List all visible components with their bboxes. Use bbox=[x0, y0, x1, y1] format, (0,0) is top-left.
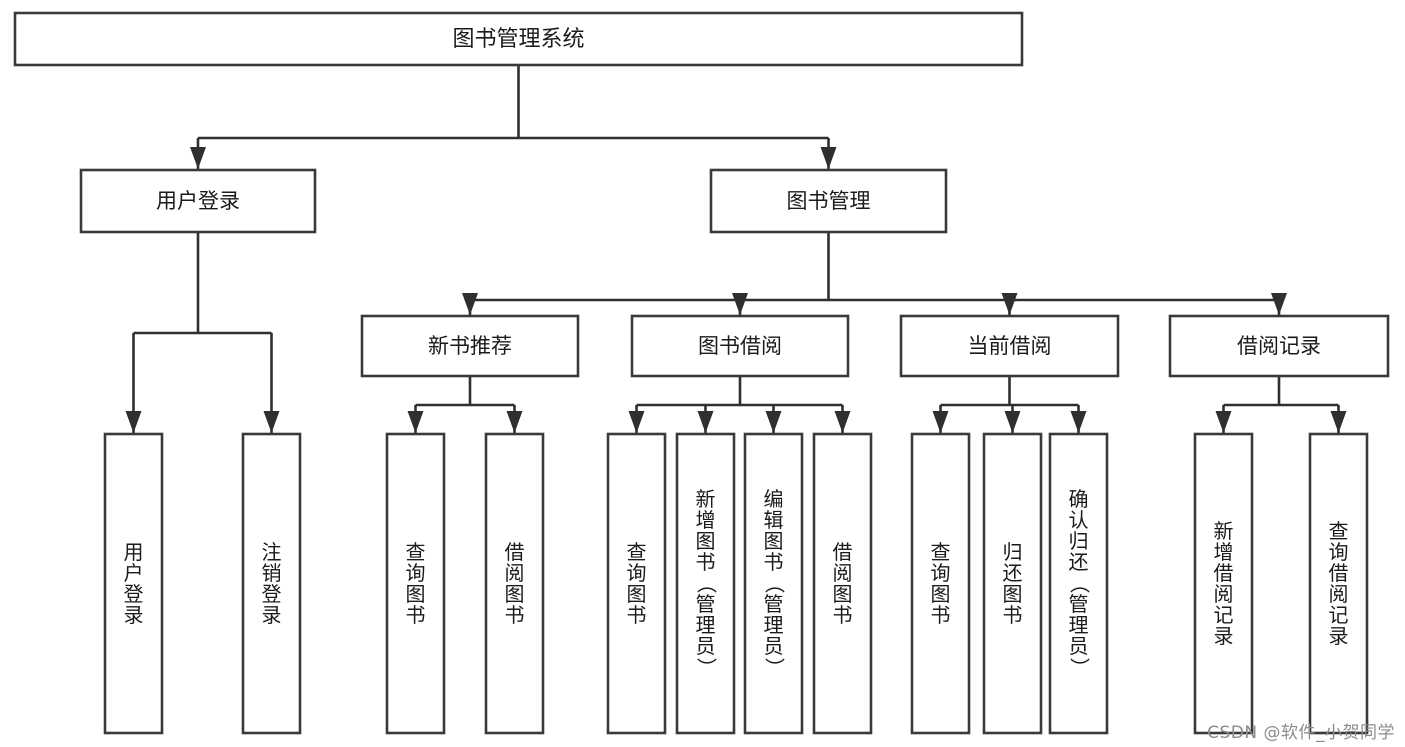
arrow-head-icon bbox=[1070, 411, 1087, 433]
arrow-head-icon bbox=[1215, 411, 1232, 433]
leaf-leaf-add-book-box[interactable] bbox=[675, 432, 736, 735]
arrow-head-icon bbox=[263, 411, 280, 433]
leaf-leaf-query-book-2-box[interactable] bbox=[606, 432, 667, 735]
node-new-book-recommend-box[interactable] bbox=[360, 314, 580, 378]
arrow-head-icon bbox=[125, 411, 142, 433]
leaf-leaf-query-record-box[interactable] bbox=[1308, 432, 1369, 735]
node-book-borrow-label: 图书借阅 bbox=[698, 334, 782, 358]
node-borrow-record-box[interactable] bbox=[1168, 314, 1390, 378]
arrow-head-icon bbox=[1330, 411, 1347, 433]
leaf-leaf-edit-book-box[interactable] bbox=[743, 432, 804, 735]
leaf-leaf-user-login-box[interactable] bbox=[103, 432, 164, 735]
leaf-leaf-query-book-3-box[interactable] bbox=[910, 432, 971, 735]
arrow-head-icon bbox=[1004, 411, 1021, 433]
node-book-management-label: 图书管理 bbox=[787, 189, 871, 213]
arrow-head-icon bbox=[506, 411, 523, 433]
node-user-login-box[interactable] bbox=[79, 168, 317, 234]
arrow-head-icon bbox=[820, 147, 837, 169]
arrow-head-icon bbox=[1001, 293, 1018, 315]
arrow-head-icon bbox=[462, 293, 478, 315]
node-borrow-record-label: 借阅记录 bbox=[1237, 334, 1321, 358]
leaf-leaf-borrow-book-1-box[interactable] bbox=[484, 432, 545, 735]
arrow-head-icon bbox=[1271, 293, 1287, 315]
node-new-book-recommend-label: 新书推荐 bbox=[428, 334, 512, 358]
arrow-head-icon bbox=[732, 293, 748, 315]
node-current-borrow-label: 当前借阅 bbox=[968, 334, 1052, 358]
arrow-head-icon bbox=[932, 411, 949, 433]
node-book-borrow-box[interactable] bbox=[630, 314, 850, 378]
arrow-head-icon bbox=[407, 411, 424, 433]
leaf-leaf-logout-login-box[interactable] bbox=[241, 432, 302, 735]
leaf-leaf-return-book-box[interactable] bbox=[982, 432, 1043, 735]
node-current-borrow-box[interactable] bbox=[899, 314, 1120, 378]
csdn-watermark: CSDN @软件_小贺同学 bbox=[1207, 723, 1395, 743]
arrow-head-icon bbox=[765, 411, 782, 433]
arrow-head-icon bbox=[628, 411, 645, 433]
leaf-leaf-borrow-book-2-box[interactable] bbox=[812, 432, 873, 735]
arrow-head-icon bbox=[190, 147, 206, 169]
arrow-head-icon bbox=[834, 411, 851, 433]
node-user-login-label: 用户登录 bbox=[156, 189, 240, 213]
leaf-leaf-confirm-return-box[interactable] bbox=[1048, 432, 1109, 735]
connector-layer bbox=[125, 65, 1347, 433]
root-node-label: 图书管理系统 bbox=[452, 27, 584, 52]
leaf-leaf-query-book-1-box[interactable] bbox=[385, 432, 446, 735]
node-book-management-box[interactable] bbox=[709, 168, 948, 234]
leaf-leaf-add-record-box[interactable] bbox=[1193, 432, 1254, 735]
arrow-head-icon bbox=[697, 411, 714, 433]
root-node-box[interactable] bbox=[13, 11, 1024, 67]
